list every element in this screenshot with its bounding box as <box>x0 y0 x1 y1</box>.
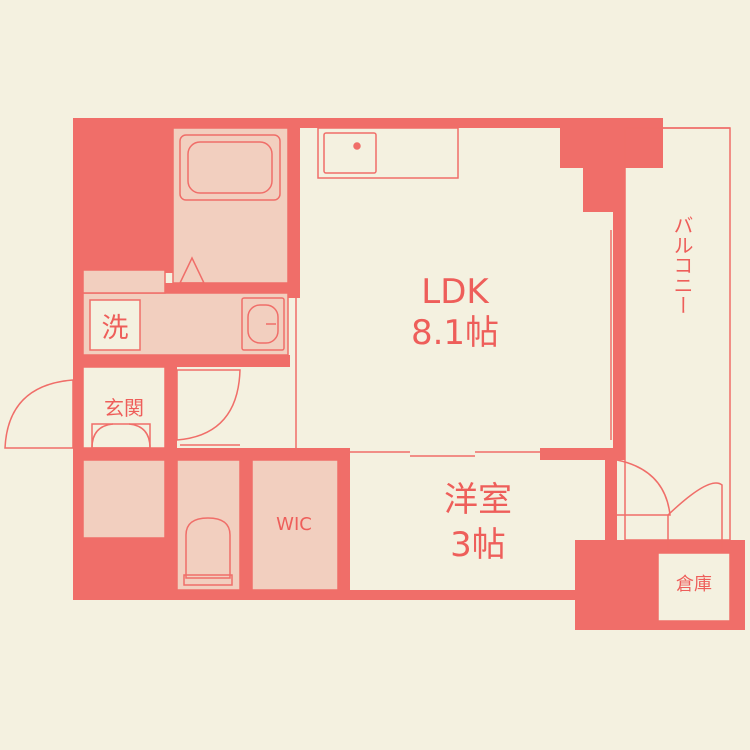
shoe-storage-area <box>82 459 166 539</box>
storage-door-swing <box>667 482 723 553</box>
toilet-bowl <box>185 517 231 579</box>
bathtub-inner <box>187 141 273 194</box>
bath-door-mark <box>178 256 206 284</box>
wall-upper-divider <box>288 118 300 298</box>
washroom-label: 洗 <box>102 313 129 344</box>
pillar-top-right-step <box>583 118 663 212</box>
wic-label: WIC <box>276 514 312 535</box>
outer-wall-bottom <box>73 590 648 600</box>
toilet-tank <box>183 574 233 586</box>
wall-toilet-right <box>240 460 252 590</box>
shoe-closet-door-right <box>128 423 151 449</box>
outer-wall-top <box>73 118 663 128</box>
hall-door-swing <box>176 369 241 441</box>
wic-area <box>251 459 339 591</box>
wash-basin-bowl <box>247 304 279 344</box>
wall-entrance-right <box>165 367 177 448</box>
shoe-closet <box>91 423 151 449</box>
western-size-label: 3帖 <box>450 525 506 565</box>
wall-wic-western <box>338 448 350 600</box>
kitchen-counter <box>317 127 459 179</box>
wall-ldk-western-right <box>540 448 613 460</box>
shoe-closet-door-left <box>91 423 114 449</box>
ldk-size-label: 8.1帖 <box>411 313 499 353</box>
balcony-outline <box>624 127 731 541</box>
western-room-label: 洋室 <box>444 480 512 520</box>
fixtures <box>4 127 731 586</box>
ldk-label: LDK <box>421 272 490 312</box>
wic-door-zigzag <box>338 524 348 546</box>
balcony-label: バルコニー <box>670 215 694 315</box>
wall-entrance-lower <box>83 448 338 460</box>
kitchen-faucet <box>353 142 361 150</box>
laundry-pan-area <box>82 269 166 294</box>
wash-basin <box>241 297 285 351</box>
entrance-area <box>82 366 166 449</box>
kitchen-sink <box>323 132 377 174</box>
wall-right-ldk <box>613 168 625 460</box>
wall-block-top-left <box>73 118 173 273</box>
entrance-door <box>4 379 74 449</box>
bathroom-area <box>172 127 289 284</box>
wall-block-bottom-left <box>73 538 173 600</box>
storage-label: 倉庫 <box>676 574 712 595</box>
walls <box>73 118 745 630</box>
storage-area <box>657 552 731 622</box>
bathtub <box>179 134 281 201</box>
wall-toilet-left <box>165 460 177 590</box>
wall-wash-hall <box>83 355 290 367</box>
entrance-label: 玄関 <box>104 396 144 420</box>
outer-wall-left <box>73 118 83 600</box>
wall-bath-wash <box>83 283 290 293</box>
washing-machine-pan <box>89 299 141 351</box>
wall-western-right <box>605 460 617 540</box>
